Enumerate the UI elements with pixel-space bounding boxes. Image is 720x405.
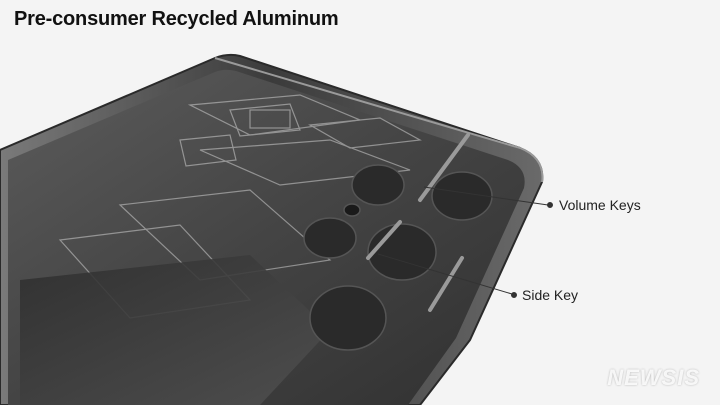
side-buttons [366, 133, 470, 312]
newsis-watermark: NEWSIS [607, 365, 700, 390]
page-title: Pre-consumer Recycled Aluminum [14, 8, 339, 30]
battery-plate [20, 255, 330, 405]
callout-lines [377, 186, 553, 298]
volume-keys-label: Volume Keys [559, 197, 641, 213]
side-key-label: Side Key [522, 287, 579, 303]
